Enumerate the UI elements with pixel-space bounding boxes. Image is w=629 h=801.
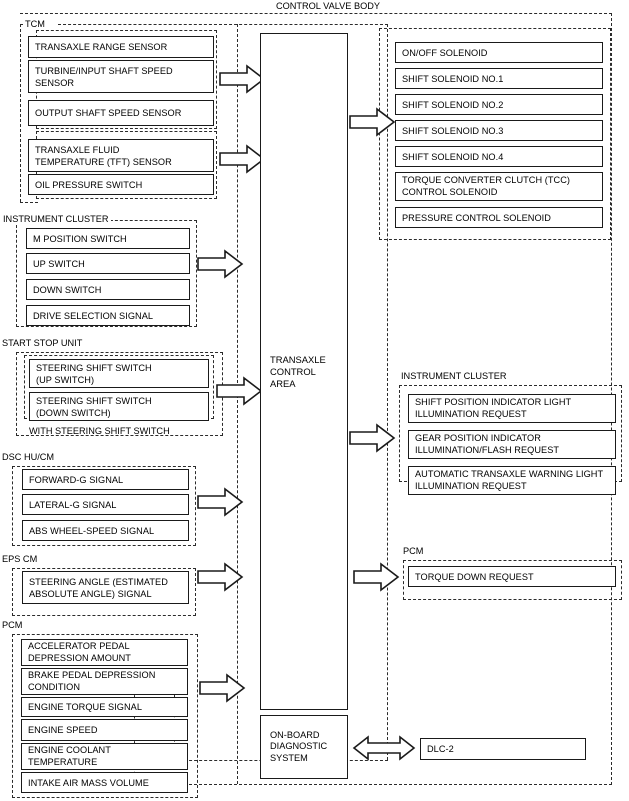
signal-block-m-position-switch: M POSITION SWITCH <box>26 228 190 249</box>
signal-block-transaxle-range-sensor: TRANSAXLE RANGE SENSOR <box>28 36 214 58</box>
signal-block-forward-g-signal: FORWARD-G SIGNAL <box>22 469 189 490</box>
signal-block-abs-wheel-speed-signal: ABS WHEEL-SPEED SIGNAL <box>22 520 189 541</box>
signal-block-engine-speed: ENGINE SPEED <box>21 719 188 741</box>
arrow-control-area-to-solenoids <box>348 107 396 137</box>
control-valve-body-bottom-border <box>134 784 612 785</box>
signal-block-engine-torque-signal: ENGINE TORQUE SIGNAL <box>21 697 188 717</box>
tcm-outer-mid-border <box>20 202 38 203</box>
control-valve-body-top-border <box>20 13 612 14</box>
signal-block-pressure-control-solenoid: PRESSURE CONTROL SOLENOID <box>395 207 603 228</box>
tcm-outer-right-border <box>387 24 388 760</box>
signal-block-shift-solenoid-2: SHIFT SOLENOID NO.2 <box>395 94 603 115</box>
with-steering-shift-switch-caption: WITH STEERING SHIFT SWITCH <box>29 426 170 436</box>
dsc-hu-cm-caption: DSC HU/CM <box>1 452 57 462</box>
signal-block-up-switch: UP SWITCH <box>26 253 190 274</box>
arrow-tcm-b-to-control-area <box>218 144 266 174</box>
arrow-tcm-a-to-control-area <box>218 64 266 94</box>
eps-cm-caption: EPS CM <box>1 554 40 564</box>
pcm-output-caption: PCM <box>402 546 426 556</box>
signal-block-shift-solenoid-3: SHIFT SOLENOID NO.3 <box>395 120 603 141</box>
on-board-diagnostic-system-block: ON-BOARD DIAGNOSTIC SYSTEM <box>260 715 348 779</box>
arrow-start-stop-to-control-area <box>215 376 263 406</box>
signal-block-lateral-g-signal: LATERAL-G SIGNAL <box>22 494 189 515</box>
signal-block-brake-pedal-depression-condition: BRAKE PEDAL DEPRESSION CONDITION <box>21 668 188 695</box>
signal-block-output-shaft-speed-sensor: OUTPUT SHAFT SPEED SENSOR <box>28 100 214 126</box>
signal-block-on-off-solenoid: ON/OFF SOLENOID <box>395 42 603 63</box>
signal-block-oil-pressure-switch: OIL PRESSURE SWITCH <box>28 174 214 195</box>
instrument-cluster-input-caption: INSTRUMENT CLUSTER <box>2 214 111 224</box>
tcm-outer-left-border <box>20 24 21 202</box>
eps-cm-group <box>12 568 196 616</box>
signal-block-steering-shift-switch-up: STEERING SHIFT SWITCH (UP SWITCH) <box>29 359 209 388</box>
signal-block-engine-coolant-temperature: ENGINE COOLANT TEMPERATURE <box>21 743 188 770</box>
signal-block-steering-shift-switch-down: STEERING SHIFT SWITCH (DOWN SWITCH) <box>29 392 209 421</box>
arrow-dsc-to-control-area <box>196 487 244 517</box>
instrument-cluster-output-caption: INSTRUMENT CLUSTER <box>400 371 509 381</box>
signal-block-shift-position-indicator-light-request: SHIFT POSITION INDICATOR LIGHT ILLUMINAT… <box>408 394 616 423</box>
arrow-control-area-to-instrument-cluster <box>348 423 396 453</box>
signal-block-intake-air-mass-volume: INTAKE AIR MASS VOLUME <box>21 772 188 793</box>
arrow-obd-to-dlc2-bidirectional <box>352 733 416 763</box>
transaxle-control-area-block: TRANSAXLE CONTROL AREA <box>260 33 348 710</box>
arrow-instrument-cluster-to-control-area <box>196 249 244 279</box>
pcm-input-group <box>12 634 198 798</box>
dlc2-block: DLC-2 <box>420 738 586 760</box>
arrow-control-area-to-pcm <box>352 562 400 592</box>
signal-block-transaxle-fluid-temperature-sensor: TRANSAXLE FLUID TEMPERATURE (TFT) SENSOR <box>28 139 214 172</box>
signal-block-tcc-control-solenoid: TORQUE CONVERTER CLUTCH (TCC) CONTROL SO… <box>395 172 603 201</box>
signal-block-shift-solenoid-4: SHIFT SOLENOID NO.4 <box>395 146 603 167</box>
diagram-title: CONTROL VALVE BODY <box>276 1 380 11</box>
signal-block-drive-selection-signal: DRIVE SELECTION SIGNAL <box>26 305 190 326</box>
signal-block-accelerator-pedal-depression-amount: ACCELERATOR PEDAL DEPRESSION AMOUNT <box>21 639 188 666</box>
tcm-outer-top-border-right <box>58 24 388 25</box>
tcm-group-caption: TCM <box>24 19 47 29</box>
signal-block-shift-solenoid-1: SHIFT SOLENOID NO.1 <box>395 68 603 89</box>
pcm-output-group <box>403 560 622 600</box>
tcm-inner-divider <box>237 24 238 784</box>
arrow-pcm-to-control-area <box>198 673 246 703</box>
signal-block-automatic-transaxle-warning-light-request: AUTOMATIC TRANSAXLE WARNING LIGHT ILLUMI… <box>408 466 616 495</box>
signal-block-gear-position-indicator-request: GEAR POSITION INDICATOR ILLUMINATION/FLA… <box>408 430 616 459</box>
arrow-eps-to-control-area <box>196 562 244 592</box>
signal-block-turbine-input-shaft-speed-sensor: TURBINE/INPUT SHAFT SPEED SENSOR <box>28 60 214 93</box>
dsc-hu-cm-group <box>12 466 196 546</box>
signal-block-down-switch: DOWN SWITCH <box>26 279 190 300</box>
signal-block-torque-down-request: TORQUE DOWN REQUEST <box>408 566 616 587</box>
signal-block-steering-angle-signal: STEERING ANGLE (ESTIMATED ABSOLUTE ANGLE… <box>22 571 189 604</box>
start-stop-unit-caption: START STOP UNIT <box>1 338 85 348</box>
pcm-input-caption: PCM <box>1 620 25 630</box>
